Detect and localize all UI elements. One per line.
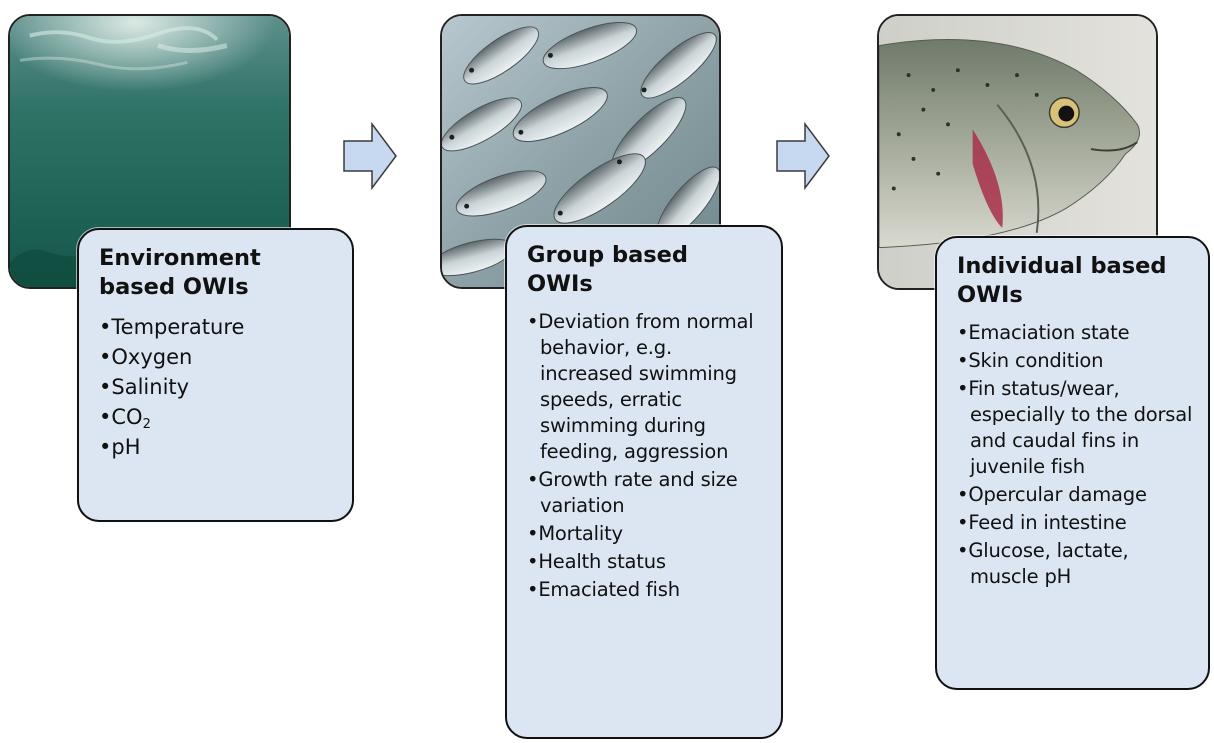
- card-title-line: based OWIs: [99, 274, 249, 300]
- indicator-list: Temperature Oxygen Salinity CO2 pH: [99, 312, 340, 462]
- list-item: Glucose, lactate, muscle pH: [957, 538, 1196, 590]
- list-item: Fin status/wear, especially to the dorsa…: [957, 376, 1196, 480]
- card-title: Environment based OWIs: [99, 244, 340, 302]
- card-title-line: OWIs: [957, 282, 1023, 308]
- individual-owi-card: Individual based OWIs Emaciation state S…: [935, 236, 1210, 690]
- card-title: Group based OWIs: [527, 241, 769, 299]
- card-title-line: Environment: [99, 245, 261, 271]
- list-item: Emaciation state: [957, 320, 1196, 346]
- right-arrow-icon: [343, 122, 397, 190]
- list-item: pH: [99, 432, 340, 462]
- environment-owi-card: Environment based OWIs Temperature Oxyge…: [77, 228, 354, 522]
- list-item: CO2: [99, 402, 340, 432]
- card-title-line: Group based: [527, 242, 689, 268]
- list-item: Deviation from normal behavior, e.g. inc…: [527, 309, 769, 465]
- list-item: Skin condition: [957, 348, 1196, 374]
- list-item: Health status: [527, 549, 769, 575]
- list-item: Emaciated fish: [527, 577, 769, 603]
- co2-text: CO: [111, 405, 143, 429]
- right-arrow-icon: [776, 122, 830, 190]
- indicator-list: Deviation from normal behavior, e.g. inc…: [527, 309, 769, 603]
- card-title-line: OWIs: [527, 271, 593, 297]
- list-item: Growth rate and size variation: [527, 467, 769, 519]
- list-item: Salinity: [99, 372, 340, 402]
- card-title-line: Individual based: [957, 253, 1167, 279]
- indicator-list: Emaciation state Skin condition Fin stat…: [957, 320, 1196, 590]
- list-item: Opercular damage: [957, 482, 1196, 508]
- list-item: Temperature: [99, 312, 340, 342]
- list-item: Oxygen: [99, 342, 340, 372]
- co2-subscript: 2: [142, 417, 151, 432]
- list-item: Feed in intestine: [957, 510, 1196, 536]
- list-item: Mortality: [527, 521, 769, 547]
- group-owi-card: Group based OWIs Deviation from normal b…: [505, 225, 783, 739]
- card-title: Individual based OWIs: [957, 252, 1196, 310]
